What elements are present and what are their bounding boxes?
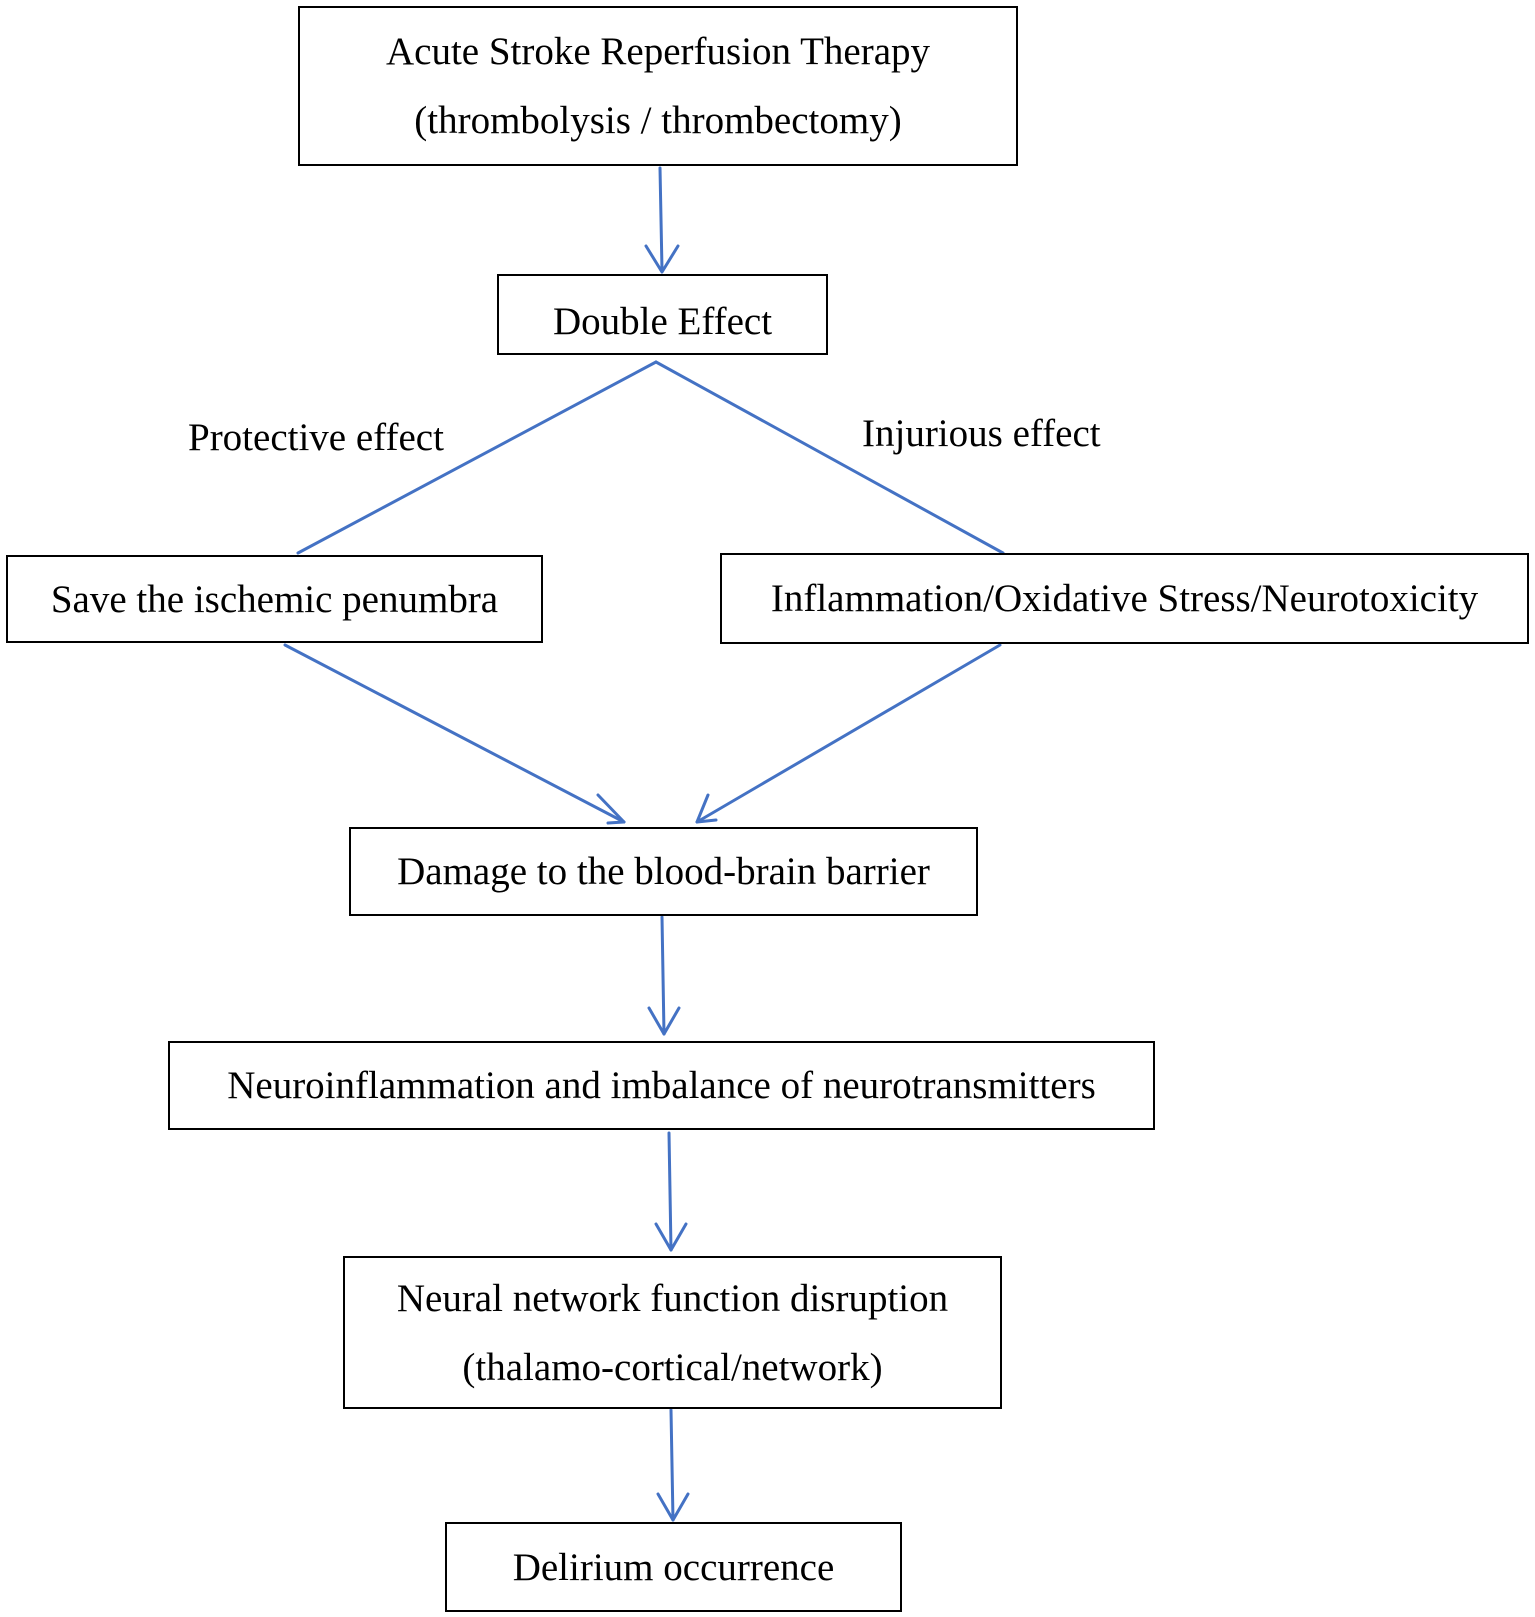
edge-neuroinflammation-to-network	[667, 1131, 673, 1252]
arrowhead-bbb-left	[596, 793, 626, 825]
node-delirium-label: Delirium occurrence	[512, 1545, 835, 1589]
node-network-disruption-line2: (thalamo-cortical/network)	[462, 1345, 883, 1389]
node-therapy-line2: (thrombolysis / thrombectomy)	[414, 99, 902, 142]
edge-inflammation-to-bbb	[695, 643, 1002, 824]
node-bbb-damage: Damage to the blood-brain barrier	[349, 827, 978, 916]
node-network-disruption: Neural network function disruption (thal…	[343, 1256, 1002, 1409]
node-network-disruption-line1: Neural network function disruption	[396, 1276, 949, 1320]
node-bbb-damage-label: Damage to the blood-brain barrier	[397, 850, 930, 893]
edge-label-protective: Protective effect	[188, 416, 444, 459]
node-double-effect: Double Effect	[497, 274, 828, 355]
node-save-penumbra-label: Save the ischemic penumbra	[50, 577, 499, 621]
edge-double-effect-to-inflammation	[654, 360, 1005, 555]
node-inflammation-label: Inflammation/Oxidative Stress/Neurotoxic…	[770, 577, 1479, 620]
node-inflammation: Inflammation/Oxidative Stress/Neurotoxic…	[720, 553, 1529, 644]
node-delirium: Delirium occurrence	[445, 1522, 902, 1612]
arrowhead-network	[654, 1222, 688, 1252]
edge-double-effect-to-save-penumbra	[296, 360, 658, 555]
edge-bbb-to-neuroinflammation	[660, 915, 666, 1036]
edge-label-injurious: Injurious effect	[862, 412, 1101, 455]
node-neuroinflammation-label: Neuroinflammation and imbalance of neuro…	[227, 1064, 1096, 1107]
edge-save-penumbra-to-bbb	[283, 643, 626, 824]
node-therapy-line1: Acute Stroke Reperfusion Therapy	[385, 30, 931, 73]
node-save-penumbra: Save the ischemic penumbra	[6, 555, 543, 643]
arrowhead-neuroinflammation	[647, 1006, 681, 1036]
node-therapy: Acute Stroke Reperfusion Therapy (thromb…	[298, 6, 1018, 166]
node-double-effect-label: Double Effect	[552, 300, 773, 343]
edge-network-to-delirium	[669, 1408, 675, 1522]
arrowhead-delirium	[656, 1492, 690, 1522]
arrowhead-double-effect	[644, 244, 680, 274]
arrowhead-bbb-right	[695, 793, 718, 824]
edge-therapy-to-double-effect	[658, 166, 664, 272]
node-neuroinflammation: Neuroinflammation and imbalance of neuro…	[168, 1041, 1155, 1130]
